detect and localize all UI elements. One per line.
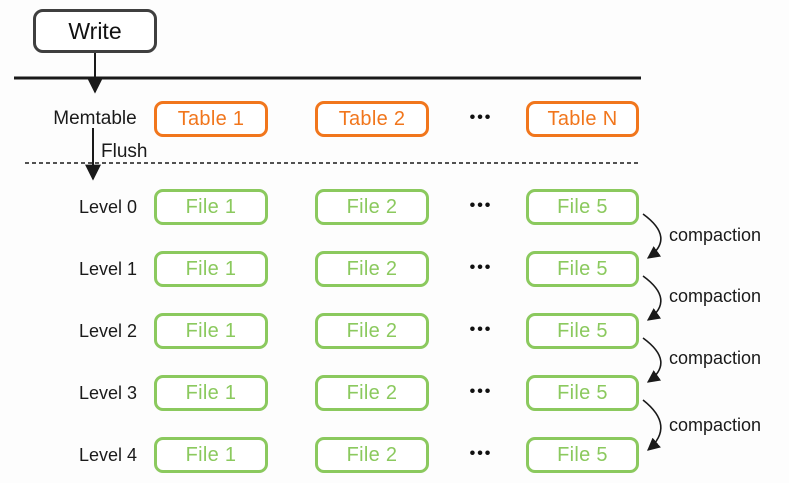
level-3-label: Level 3	[78, 383, 137, 403]
level-2-file-2: File 2	[315, 313, 429, 349]
level-0-label: Level 0	[78, 197, 137, 217]
level-4-label: Level 4	[78, 445, 137, 465]
level-1-file-2: File 2	[315, 251, 429, 287]
level-2-file-5: File 5	[526, 313, 639, 349]
write-box: Write	[33, 9, 157, 53]
compaction-arc-2	[642, 337, 662, 383]
level-3-ellipsis: •••	[469, 383, 493, 400]
compaction-arc-0	[642, 213, 662, 259]
compaction-label-3: compaction	[669, 415, 762, 435]
compaction-label-1: compaction	[669, 286, 762, 306]
compaction-arc-1	[642, 275, 662, 321]
level-3-file-2: File 2	[315, 375, 429, 411]
level-1-file-1: File 1	[154, 251, 268, 287]
level-4-file-2: File 2	[315, 437, 429, 473]
memtable-table-1: Table 1	[154, 101, 268, 137]
level-4-file-5: File 5	[526, 437, 639, 473]
level-0-file-1: File 1	[154, 189, 268, 225]
level-3-file-1: File 1	[154, 375, 268, 411]
compaction-arc-3	[642, 399, 662, 451]
compaction-label-0: compaction	[669, 225, 762, 245]
level-1-label: Level 1	[78, 259, 137, 279]
level-0-file-2: File 2	[315, 189, 429, 225]
level-1-ellipsis: •••	[469, 259, 493, 276]
level-2-file-1: File 1	[154, 313, 268, 349]
level-2-ellipsis: •••	[469, 321, 493, 338]
level-0-file-5: File 5	[526, 189, 639, 225]
memtable-table-n: Table N	[526, 101, 639, 137]
level-2-label: Level 2	[78, 321, 137, 341]
level-4-ellipsis: •••	[469, 445, 493, 462]
memtable-ellipsis: •••	[469, 109, 493, 126]
flush-label: Flush	[101, 141, 148, 162]
memtable-label: Memtable	[53, 108, 137, 129]
level-1-file-5: File 5	[526, 251, 639, 287]
level-4-file-1: File 1	[154, 437, 268, 473]
level-3-file-5: File 5	[526, 375, 639, 411]
write-box-label: Write	[68, 17, 122, 44]
compaction-label-2: compaction	[669, 348, 762, 368]
memtable-table-2: Table 2	[315, 101, 429, 137]
level-0-ellipsis: •••	[469, 197, 493, 214]
